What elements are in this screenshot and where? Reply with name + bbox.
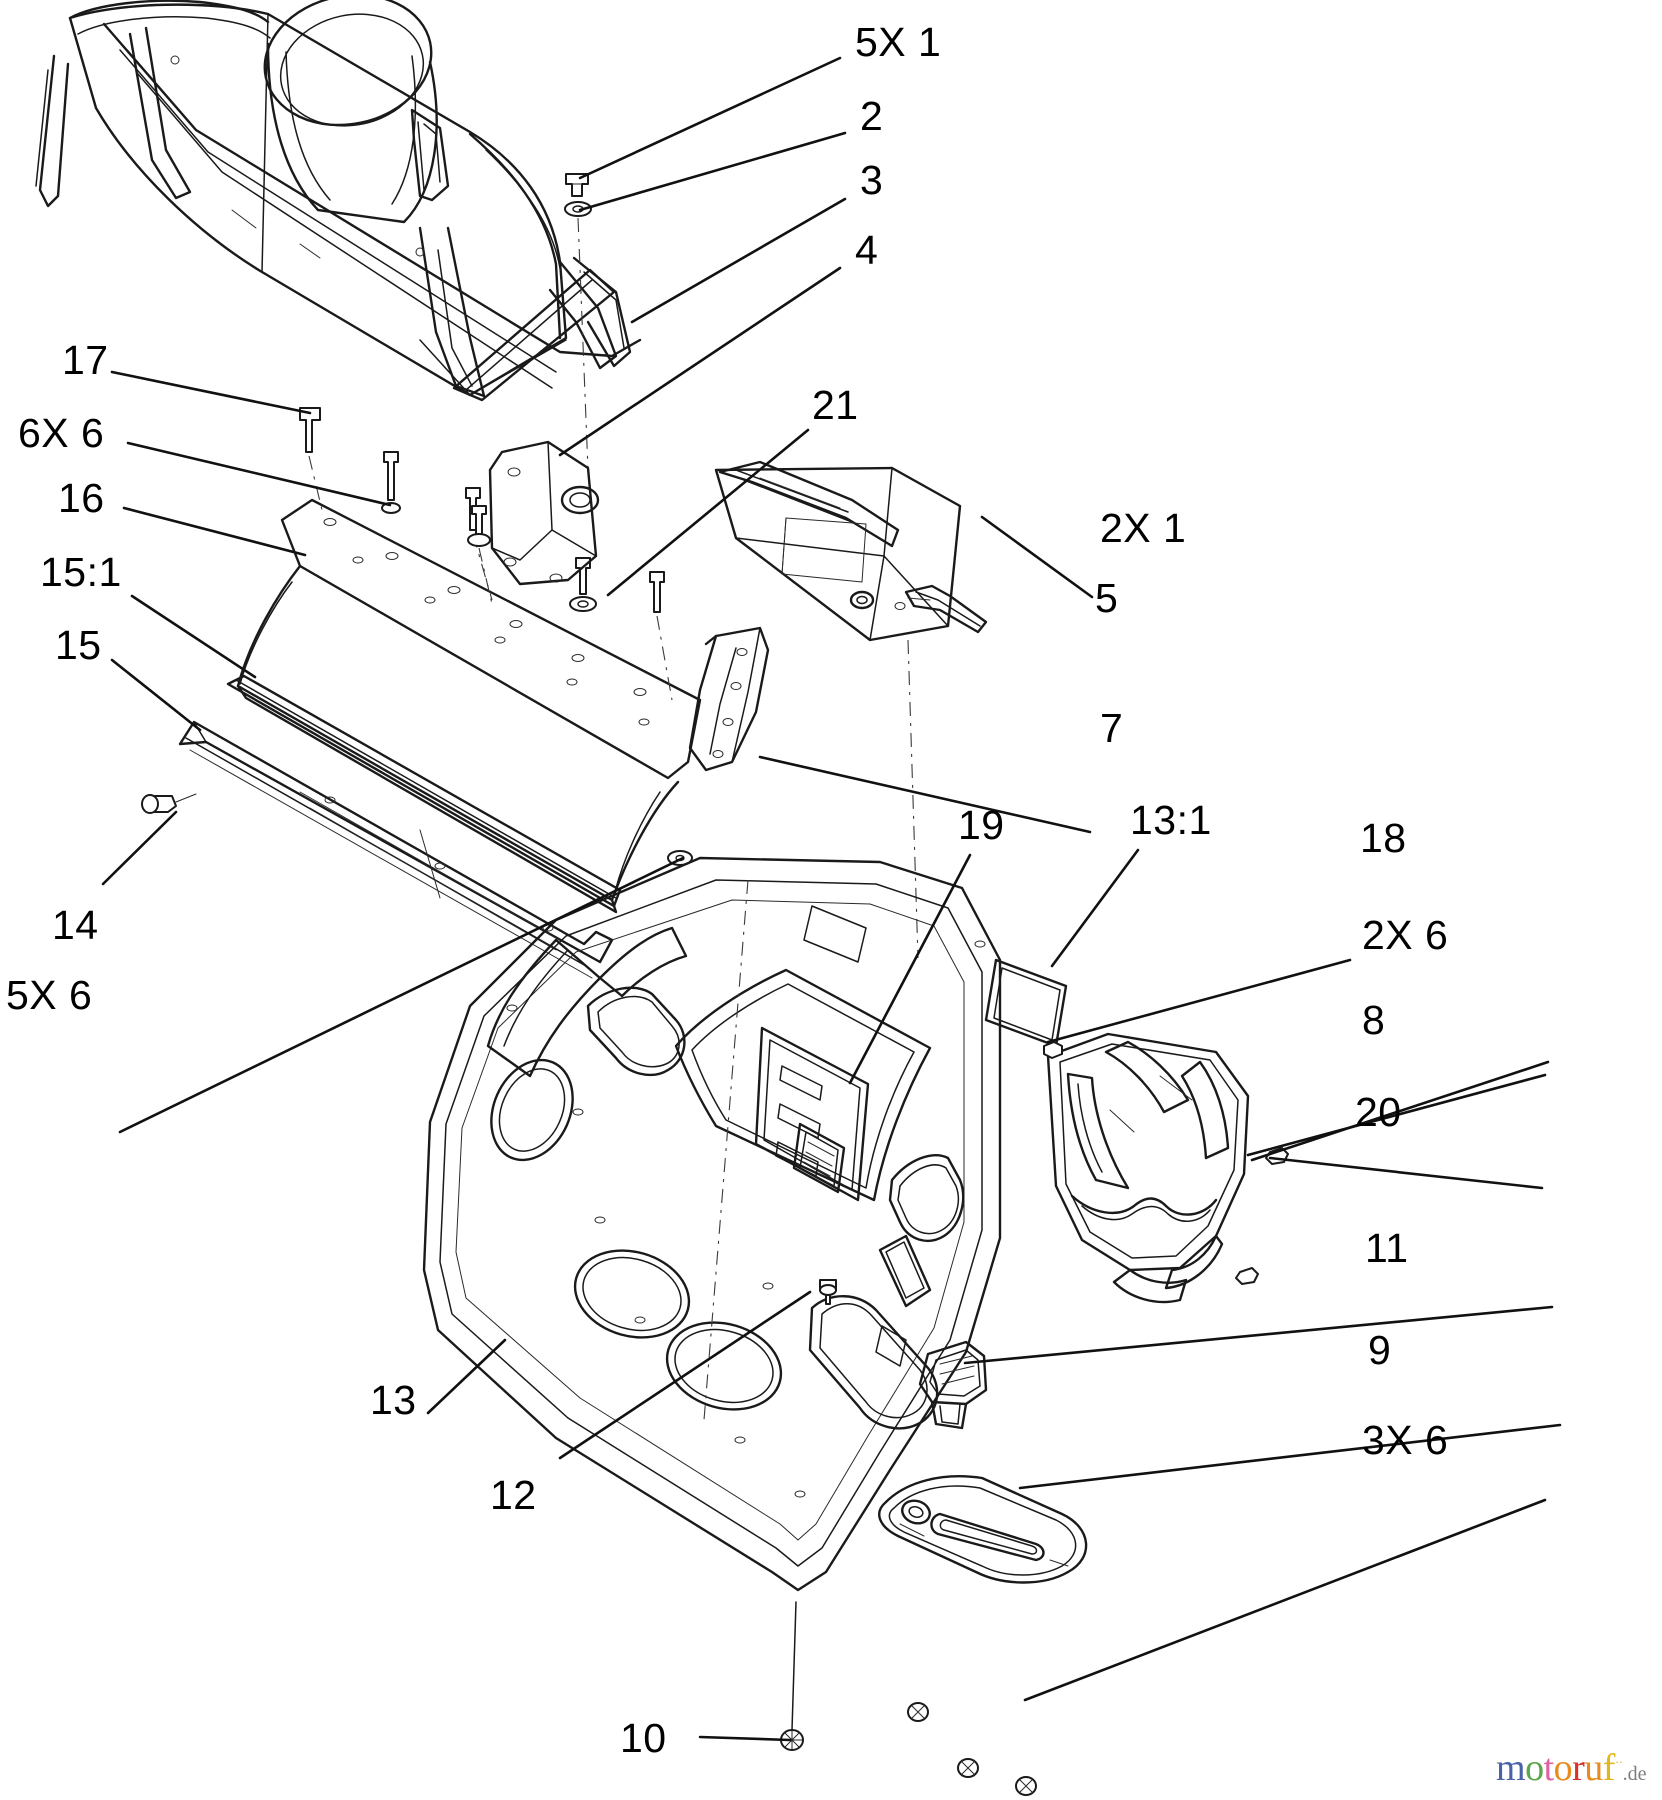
watermark-letter: m bbox=[1496, 1747, 1526, 1789]
part-11-clamp bbox=[918, 1340, 988, 1430]
leader-lines bbox=[101, 56, 1562, 1742]
watermark-letter: o bbox=[1525, 1747, 1544, 1789]
leader-line-2 bbox=[578, 131, 847, 212]
callout-8: 8 bbox=[1362, 997, 1386, 1043]
leader-line-15 bbox=[110, 658, 202, 732]
watermark-letter: f bbox=[1602, 1747, 1616, 1789]
callout-2x-6: 2X 6 bbox=[1362, 912, 1449, 958]
part-16-moldboard-panel bbox=[236, 407, 702, 914]
callout-18: 18 bbox=[1360, 815, 1407, 861]
callout-15-1: 15:1 bbox=[40, 549, 122, 595]
part-control-panel-plate bbox=[714, 460, 988, 959]
watermark-letter: r bbox=[1572, 1747, 1585, 1789]
part-15-scraper-blade bbox=[141, 674, 693, 979]
watermark-letter: u bbox=[1584, 1747, 1603, 1789]
callout-11: 11 bbox=[1365, 1225, 1409, 1271]
leader-line-16 bbox=[122, 506, 307, 557]
part-chute-housing-assembly bbox=[35, 0, 642, 402]
leader-line-2x-6 bbox=[1250, 1060, 1550, 1162]
part-9-handle-bar bbox=[878, 1475, 1088, 1584]
leader-line-5x-6 bbox=[118, 856, 685, 1134]
leader-line-12 bbox=[558, 1290, 812, 1460]
leader-line-5x-1 bbox=[578, 56, 842, 180]
part-13-main-frame bbox=[422, 856, 1068, 1796]
part-7-bearing-housing bbox=[688, 626, 770, 772]
callout-20: 20 bbox=[1355, 1089, 1402, 1135]
callout-9: 9 bbox=[1368, 1327, 1392, 1373]
watermark-letter: t bbox=[1543, 1747, 1555, 1789]
watermark-letter: o bbox=[1553, 1747, 1573, 1789]
callout-5x-6: 5X 6 bbox=[6, 972, 93, 1018]
callout-12: 12 bbox=[490, 1472, 537, 1518]
callout-2: 2 bbox=[860, 93, 884, 139]
hardware-nuts-right bbox=[1043, 1041, 1289, 1285]
hardware-screw-washer-top bbox=[564, 173, 592, 471]
leader-line-4 bbox=[558, 266, 842, 457]
callout-19: 19 bbox=[958, 802, 1005, 848]
leader-line-7 bbox=[758, 755, 1092, 834]
leader-line-3x-6 bbox=[1023, 1498, 1547, 1702]
callout-5x-1: 5X 1 bbox=[855, 19, 942, 65]
leader-line-13-1 bbox=[1050, 848, 1140, 968]
leader-line-3 bbox=[630, 197, 847, 324]
leader-line-11 bbox=[963, 1305, 1554, 1365]
leader-line-15-1 bbox=[130, 594, 257, 679]
part-18-right-bracket bbox=[1046, 1032, 1250, 1304]
callout-3x-6: 3X 6 bbox=[1362, 1417, 1449, 1463]
callout-16: 16 bbox=[58, 475, 105, 521]
leader-line-21 bbox=[606, 428, 810, 597]
callout-3: 3 bbox=[860, 157, 884, 203]
callout-7: 7 bbox=[1100, 705, 1124, 751]
callout-6x-6: 6X 6 bbox=[18, 410, 105, 456]
callout-4: 4 bbox=[855, 227, 879, 273]
watermark-dots: ·· bbox=[1614, 1754, 1623, 1770]
callout-13: 13 bbox=[370, 1377, 417, 1423]
leader-line-13 bbox=[426, 1338, 507, 1415]
leader-line-14 bbox=[101, 810, 178, 886]
callout-5: 5 bbox=[1095, 575, 1119, 621]
leader-line-6x-6 bbox=[126, 441, 392, 507]
leader-line-9 bbox=[1018, 1423, 1562, 1490]
leader-line-8 bbox=[1246, 1073, 1547, 1157]
watermark-tld: .de bbox=[1622, 1763, 1647, 1785]
callout-13-1: 13:1 bbox=[1130, 797, 1212, 843]
callout-15: 15 bbox=[55, 622, 102, 668]
callout-10: 10 bbox=[620, 1715, 667, 1761]
leader-line-10 bbox=[698, 1735, 792, 1742]
leader-line-20 bbox=[1268, 1156, 1544, 1190]
leader-line-17 bbox=[110, 370, 312, 415]
part-4-side-bracket bbox=[467, 440, 600, 605]
motoruf-watermark: motoruf··.de bbox=[1496, 1746, 1647, 1790]
callout-14: 14 bbox=[52, 902, 99, 948]
callout-21: 21 bbox=[812, 382, 859, 428]
leader-line-18 bbox=[1046, 958, 1352, 1044]
callout-2x-1: 2X 1 bbox=[1100, 505, 1187, 551]
leader-line-2x-1 bbox=[980, 515, 1094, 599]
callout-17: 17 bbox=[62, 337, 109, 383]
leader-line-19 bbox=[848, 853, 972, 1085]
